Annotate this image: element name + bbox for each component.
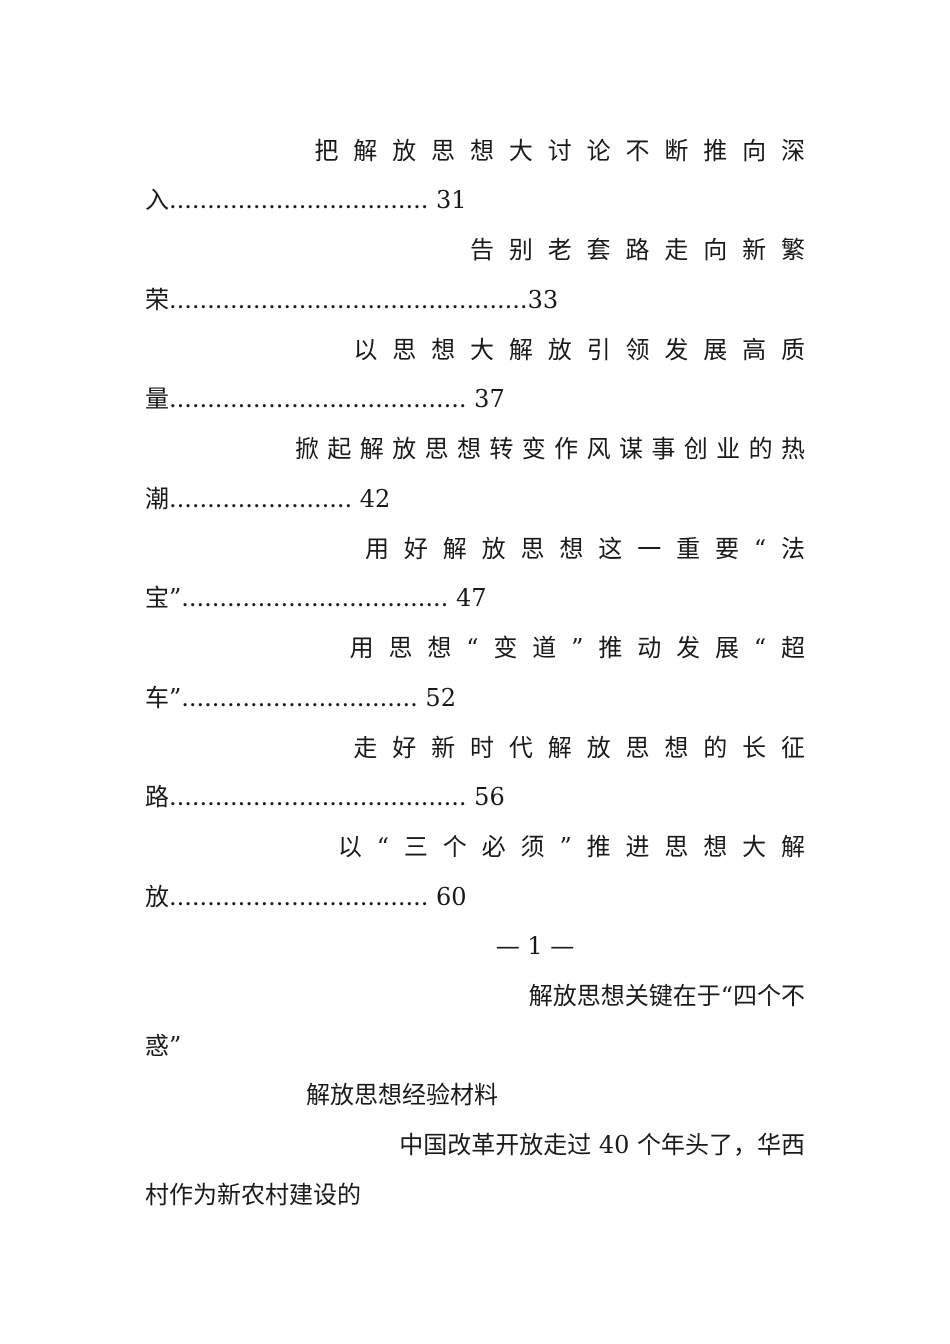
article-subtitle: 解放思想经验材料	[306, 1081, 498, 1109]
toc-leader: .......................................	[169, 385, 467, 413]
toc-page-number: 60	[436, 883, 467, 911]
toc-entry-7-title-end: 路	[145, 783, 169, 811]
toc-entry-3-page-line[interactable]: 量.......................................…	[145, 384, 505, 414]
toc-leader: ...............................	[181, 684, 418, 712]
toc-leader: ..................................	[169, 186, 429, 214]
article-body-line-1: 中国改革开放走过 40 个年头了，华西	[399, 1131, 805, 1159]
page-number: — 1 —	[495, 932, 575, 960]
toc-entry-6-page-line[interactable]: 车”............................... 52	[145, 683, 456, 713]
toc-entry-3-title-end: 量	[145, 385, 169, 413]
toc-entry-6-title-end: 车”	[145, 684, 182, 712]
toc-entry-7-page-line[interactable]: 路.......................................…	[145, 782, 505, 812]
toc-entry-8-title-end: 放	[145, 883, 169, 911]
toc-entry-8-page-line[interactable]: 放.................................. 60	[145, 882, 467, 912]
toc-entry-8-title: 以“三个必须”推进思想大解	[337, 833, 820, 861]
toc-page-number: 31	[436, 186, 467, 214]
toc-leader: ........................	[169, 485, 353, 513]
toc-entry-7-title: 走好新时代解放思想的长征	[353, 734, 820, 762]
toc-entry-4-title-end: 潮	[145, 485, 169, 513]
toc-page-number: 33	[527, 286, 559, 314]
toc-entry-3-title: 以思想大解放引领发展高质	[353, 336, 820, 364]
toc-entry-5-page-line[interactable]: 宝”................................... 47	[145, 583, 486, 613]
toc-leader: ..................................	[169, 883, 429, 911]
toc-page-number: 56	[474, 783, 505, 811]
toc-entry-4-page-line[interactable]: 潮........................ 42	[145, 484, 390, 514]
toc-page-number: 47	[455, 584, 487, 612]
toc-page-number: 37	[474, 385, 505, 413]
toc-leader: ...................................	[181, 584, 449, 612]
toc-entry-2-title-end: 荣	[145, 286, 169, 314]
toc-entry-1-title: 把解放思想大讨论不断推向深	[314, 137, 820, 165]
article-title-continued: 惑”	[145, 1032, 182, 1060]
toc-leader: ........................................…	[169, 286, 528, 314]
toc-entry-6-title: 用思想“变道”推动发展“超	[349, 634, 820, 662]
toc-entry-1-title-end: 入	[145, 186, 169, 214]
toc-entry-2-title: 告别老套路走向新繁	[469, 236, 820, 264]
article-title: 解放思想关键在于“四个不	[528, 982, 805, 1010]
toc-entry-5-title-end: 宝”	[145, 584, 182, 612]
article-body-line-2: 村作为新农村建设的	[145, 1181, 361, 1209]
toc-page-number: 52	[425, 684, 456, 712]
toc-entry-2-page-line[interactable]: 荣.......................................…	[145, 285, 558, 315]
toc-leader: .......................................	[169, 783, 467, 811]
toc-entry-5-title: 用好解放思想这一重要“法	[365, 535, 820, 563]
toc-entry-1-page-line[interactable]: 入.................................. 31	[145, 185, 467, 215]
toc-page-number: 42	[359, 485, 391, 513]
toc-entry-4-title: 掀起解放思想转变作风谋事创业的热	[294, 435, 814, 463]
